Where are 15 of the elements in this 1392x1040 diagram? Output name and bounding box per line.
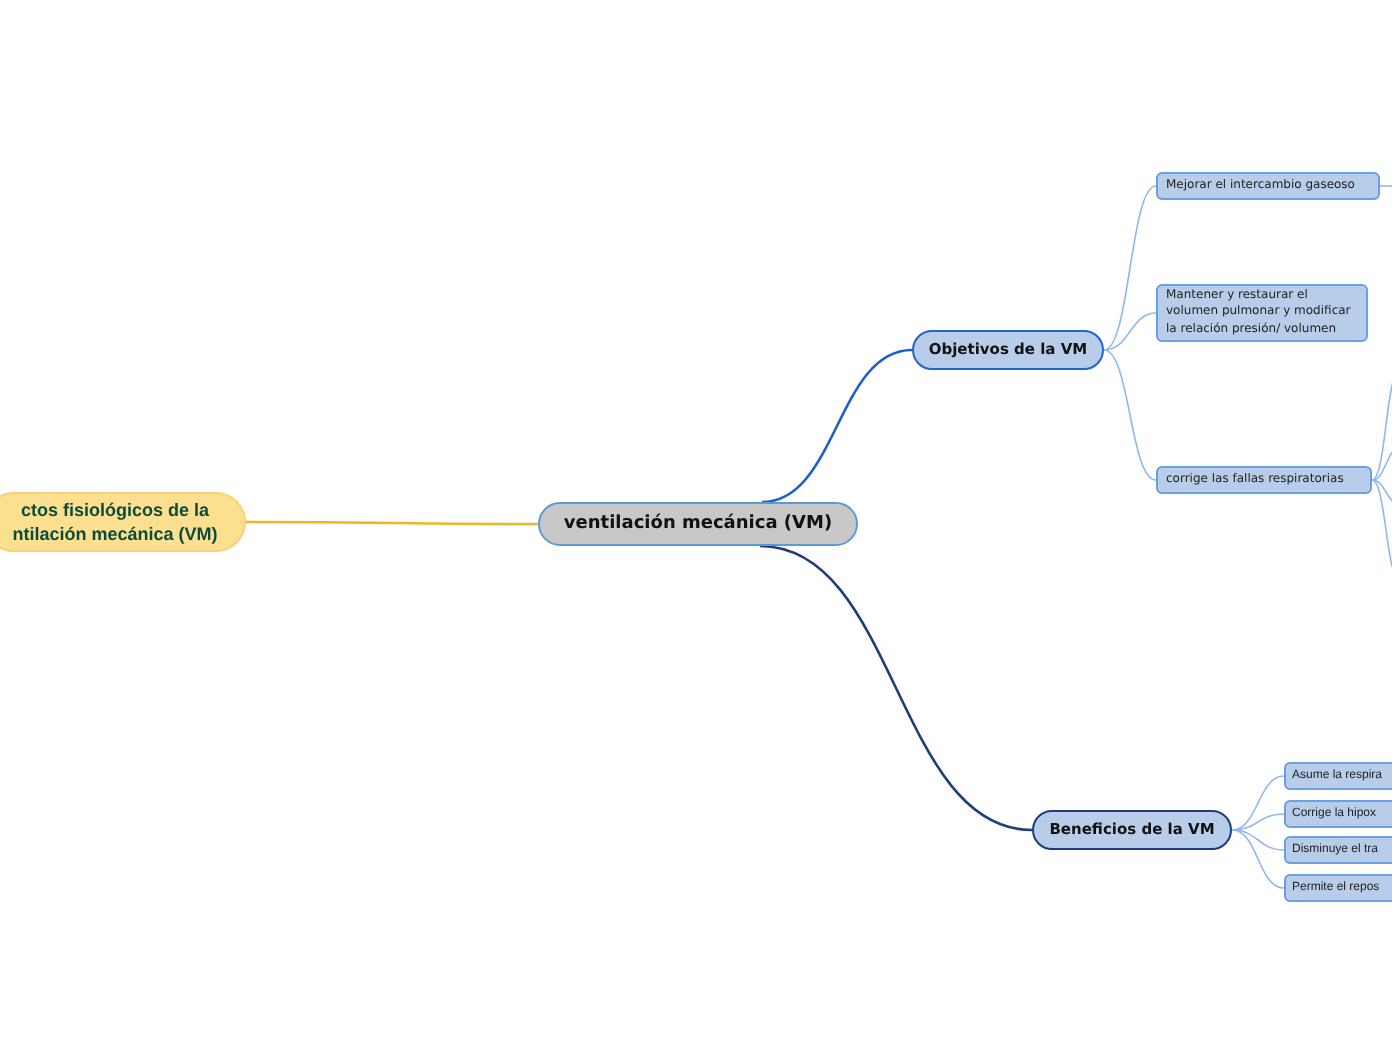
topic-box: ctos fisiológicos de la ntilación mecánica (VM) xyxy=(0,492,246,552)
connector-line xyxy=(1231,829,1285,851)
connector-line xyxy=(246,520,538,526)
connector-line xyxy=(1103,349,1157,481)
connector-line xyxy=(1371,447,1392,481)
connector-line xyxy=(1231,775,1285,831)
connector-line xyxy=(761,348,913,504)
connector-line xyxy=(1371,479,1392,505)
connector-line xyxy=(1379,185,1392,187)
central-topic: ventilación mecánica (VM) xyxy=(538,502,858,546)
connector-line xyxy=(1231,829,1285,889)
connector-line xyxy=(1103,185,1157,351)
connector-line xyxy=(759,544,1033,832)
connector-line xyxy=(1231,813,1285,831)
connector-line xyxy=(1103,312,1157,351)
